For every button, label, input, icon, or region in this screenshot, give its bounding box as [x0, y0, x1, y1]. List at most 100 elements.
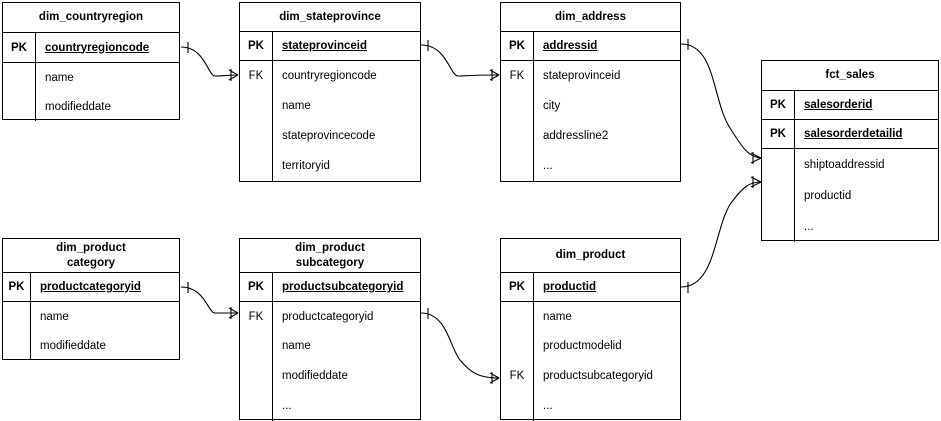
attribute-name: salesorderdetailid	[804, 128, 903, 140]
key-tag-pk: PK	[762, 91, 795, 119]
entity-row-pk[interactable]: PK salesorderid	[762, 91, 938, 119]
attribute-name: ...	[804, 220, 814, 233]
entity-row-attribute[interactable]: modifieddate	[240, 361, 420, 391]
entity-row-attribute[interactable]: name	[3, 302, 179, 331]
entity-title-line: dim_product	[555, 249, 626, 261]
entity-row-attribute[interactable]: modifieddate	[3, 331, 179, 360]
entity-row-fk[interactable]: FK stateprovinceid	[501, 61, 680, 91]
entity-title-line: category	[67, 256, 115, 269]
key-rows: PK addressid	[501, 32, 680, 60]
entity-row-fk[interactable]: FK countryregioncode	[240, 61, 420, 91]
attribute-rows: FK productcategoryid name modifieddate .…	[240, 301, 420, 421]
key-rows: PK productsubcategoryid	[240, 273, 420, 301]
key-tag	[240, 361, 273, 391]
attribute-name: city	[543, 100, 561, 112]
entity-row-pk[interactable]: PK countryregioncode	[3, 33, 179, 62]
attribute-name: modifieddate	[40, 339, 106, 352]
entity-dim-address[interactable]: dim_address PK addressid FK stateprovinc…	[500, 2, 681, 182]
entity-row-pk[interactable]: PK salesorderdetailid	[762, 120, 938, 148]
entity-row-attribute[interactable]: shiptoaddressid	[762, 149, 938, 180]
entity-row-attribute[interactable]: productid	[762, 180, 938, 211]
key-tag	[501, 91, 534, 121]
relationship-countryregion-stateprovince	[180, 42, 239, 81]
attribute-rows: FK countryregioncode name stateprovincec…	[240, 60, 420, 181]
key-rows: PK countryregioncode	[3, 33, 179, 62]
key-tag-fk: FK	[240, 61, 273, 91]
attribute-rows: name modifieddate	[3, 301, 179, 360]
relationship-productcategory-subcategory	[180, 282, 239, 319]
key-tag-fk: FK	[240, 302, 273, 331]
attribute-rows: FK stateprovinceid city addressline2 ...	[501, 60, 680, 181]
entity-row-attribute[interactable]: name	[240, 331, 420, 361]
attribute-name: productmodelid	[543, 340, 622, 352]
attribute-name: stateprovincecode	[282, 130, 376, 142]
entity-title-line: subcategory	[295, 256, 365, 269]
entity-row-attribute[interactable]: name	[501, 302, 680, 331]
attribute-name: modifieddate	[45, 100, 111, 113]
entity-row-fk[interactable]: FK productcategoryid	[240, 302, 420, 331]
relationship-product-sales	[680, 176, 762, 293]
entity-dim-product[interactable]: dim_product PK productid name productmod…	[500, 238, 681, 421]
entity-row-attribute[interactable]: name	[240, 91, 420, 121]
entity-row-attribute[interactable]: ...	[240, 391, 420, 421]
entity-title-line: dim_product	[56, 241, 126, 254]
entity-row-pk[interactable]: PK stateprovinceid	[240, 32, 420, 60]
key-tag	[240, 151, 273, 181]
attribute-name: stateprovinceid	[543, 70, 621, 82]
entity-row-attribute[interactable]: ...	[762, 211, 938, 242]
entity-row-attribute[interactable]: productmodelid	[501, 331, 680, 361]
key-tag	[240, 91, 273, 121]
relationship-subcategory-product	[420, 308, 500, 384]
entity-dim-stateprovince[interactable]: dim_stateprovince PK stateprovinceid FK …	[239, 2, 421, 182]
attribute-name: productcategoryid	[40, 281, 141, 293]
attribute-name: productsubcategoryid	[543, 370, 653, 382]
entity-row-attribute[interactable]: modifieddate	[3, 92, 179, 121]
attribute-name: addressline2	[543, 130, 609, 142]
entity-fct-sales[interactable]: fct_sales PK salesorderid PK salesorderd…	[761, 60, 939, 242]
key-tag	[240, 391, 273, 421]
key-tag	[501, 302, 534, 331]
attribute-name: productsubcategoryid	[282, 281, 404, 293]
entity-row-pk[interactable]: PK productsubcategoryid	[240, 273, 420, 301]
key-tag	[3, 92, 36, 121]
entity-title-line: dim_address	[555, 10, 626, 23]
entity-dim-countryregion[interactable]: dim_countryregion PK countryregioncode n…	[2, 2, 180, 121]
attribute-name: name	[282, 100, 311, 112]
key-tag-pk: PK	[501, 273, 534, 301]
attribute-name: productcategoryid	[282, 310, 374, 323]
key-rows: PK salesorderdetailid	[762, 119, 938, 148]
key-tag-pk: PK	[3, 33, 36, 62]
entity-row-attribute[interactable]: ...	[501, 391, 680, 421]
entity-row-attribute[interactable]: stateprovincecode	[240, 121, 420, 151]
entity-title-line: dim_stateprovince	[279, 10, 381, 23]
key-tag	[240, 121, 273, 151]
entity-dim-product-subcategory[interactable]: dim_product subcategory PK productsubcat…	[239, 238, 421, 421]
key-tag	[762, 180, 795, 211]
entity-title-fct-sales: fct_sales	[762, 61, 938, 91]
attribute-name: ...	[282, 400, 292, 412]
entity-title-line: fct_sales	[825, 69, 875, 81]
entity-title-dim-product-subcategory: dim_product subcategory	[240, 239, 420, 273]
relationship-stateprovince-address	[420, 40, 500, 81]
entity-row-attribute[interactable]: ...	[501, 151, 680, 181]
entity-row-attribute[interactable]: addressline2	[501, 121, 680, 151]
key-rows: PK stateprovinceid	[240, 32, 420, 60]
attribute-name: modifieddate	[282, 370, 348, 382]
entity-dim-product-category[interactable]: dim_product category PK productcategoryi…	[2, 238, 180, 360]
entity-title-dim-product-category: dim_product category	[3, 239, 179, 273]
entity-row-pk[interactable]: PK productid	[501, 273, 680, 301]
key-tag-fk: FK	[501, 361, 534, 391]
attribute-name: ...	[543, 160, 553, 172]
attribute-name: ...	[543, 400, 553, 412]
entity-row-attribute[interactable]: name	[3, 63, 179, 92]
entity-row-pk[interactable]: PK productcategoryid	[3, 273, 179, 301]
relationship-address-sales	[680, 39, 762, 164]
entity-row-fk[interactable]: FK productsubcategoryid	[501, 361, 680, 391]
key-tag-pk: PK	[762, 120, 795, 148]
entity-row-attribute[interactable]: territoryid	[240, 151, 420, 181]
key-tag-pk: PK	[501, 32, 534, 60]
attribute-name: name	[45, 71, 74, 84]
entity-row-attribute[interactable]: city	[501, 91, 680, 121]
entity-row-pk[interactable]: PK addressid	[501, 32, 680, 60]
